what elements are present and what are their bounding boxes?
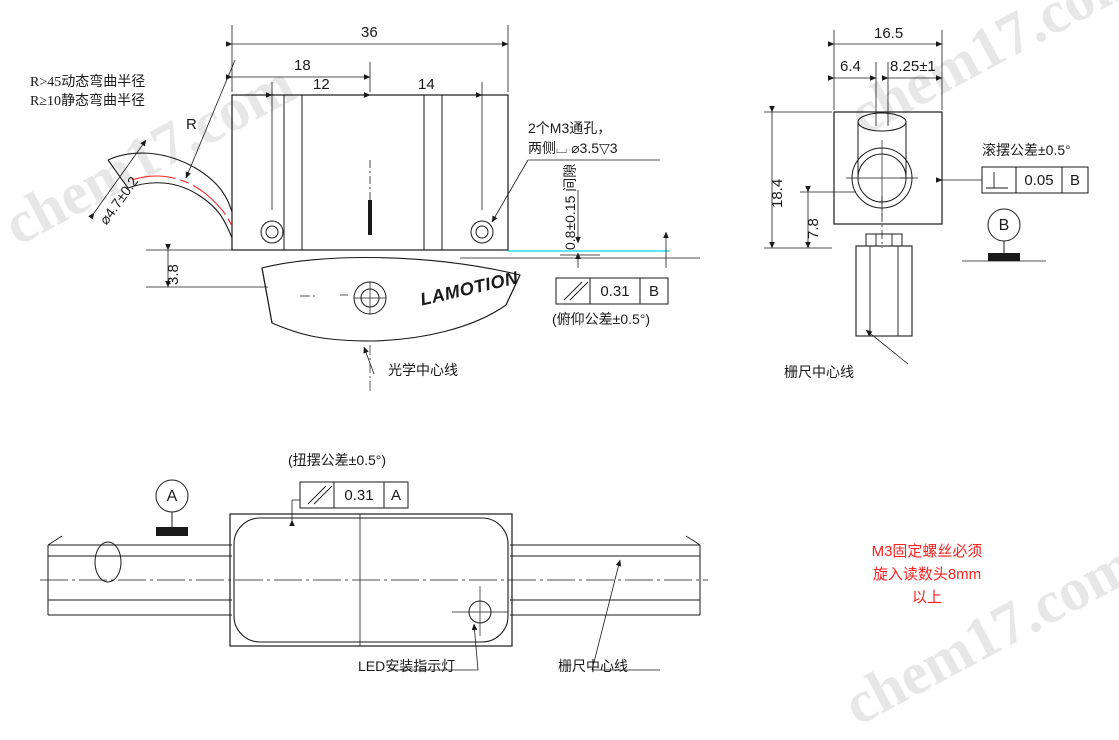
- side-scale-centerline-label: 栅尺中心线: [784, 364, 854, 380]
- top-gdt-frame: [299, 481, 409, 509]
- front-inner-left-dimension: 12: [313, 76, 330, 93]
- front-left-hole-offset-dimension: 18: [294, 57, 311, 74]
- top-gdt-caption: (扭摆公差±0.5°): [288, 452, 387, 468]
- bend-radius-static-note: R≥10静态弯曲半径: [30, 94, 146, 109]
- side-gdt-frame: [981, 166, 1089, 194]
- gap-dimension: 0.8±0.15 间隙: [562, 163, 578, 250]
- front-gdt-datum: B: [648, 283, 659, 300]
- screw-warning-line1: M3固定螺丝必须: [871, 543, 983, 560]
- datum-b-symbol: [962, 208, 1046, 262]
- bend-radius-leader-label: R: [186, 116, 197, 133]
- technical-drawing-canvas: [40, 25, 1089, 671]
- top-scale-centerline-label: 栅尺中心线: [558, 658, 628, 674]
- datum-b-label: B: [998, 217, 1010, 234]
- front-view-body: [231, 94, 509, 251]
- front-height-dimension: 3.8: [165, 264, 182, 285]
- side-gdt-caption: 滚摆公差±0.5°: [982, 142, 1071, 158]
- front-view-bracket: [261, 256, 521, 392]
- optical-centerline-label: 光学中心线: [388, 362, 458, 378]
- m3-hole-note-line2: 两侧⌴ ⌀3.5▽3: [528, 140, 618, 156]
- datum-a-symbol: [155, 479, 189, 536]
- side-right-offset-dimension: 8.25±1: [890, 58, 936, 75]
- side-view-body: [833, 111, 943, 365]
- m3-hole-note-line1: 2个M3通孔，: [528, 120, 612, 136]
- bend-radius-dynamic-note: R>45动态弯曲半径: [30, 75, 146, 90]
- led-indicator-label: LED安装指示灯: [358, 658, 456, 674]
- front-gdt-value: 0.31: [600, 283, 630, 300]
- top-gdt-datum: A: [390, 487, 401, 504]
- side-overall-height-dimension: 18.4: [769, 178, 786, 208]
- front-gdt-frame: [555, 277, 669, 305]
- top-view-body: [40, 499, 708, 671]
- front-gdt-caption: (俯仰公差±0.5°): [552, 311, 651, 327]
- front-overall-width-dimension: 36: [361, 24, 378, 41]
- side-left-offset-dimension: 6.4: [840, 58, 861, 75]
- side-view-dimensions: [764, 30, 982, 249]
- side-overall-width-dimension: 16.5: [874, 25, 904, 42]
- side-lower-height-dimension: 7.8: [805, 218, 822, 239]
- screw-warning-line2: 旋入读数头8mm: [872, 566, 982, 583]
- front-inner-right-dimension: 14: [418, 76, 435, 93]
- datum-a-label: A: [166, 488, 178, 505]
- side-gdt-value: 0.05: [1024, 172, 1054, 189]
- front-view-dimensions: [146, 25, 700, 288]
- cable-assembly: [88, 59, 236, 239]
- hole-note-leader: [491, 159, 660, 223]
- screw-warning-line3: 以上: [911, 589, 942, 606]
- top-gdt-value: 0.31: [344, 487, 374, 504]
- side-gdt-datum: B: [1069, 172, 1080, 189]
